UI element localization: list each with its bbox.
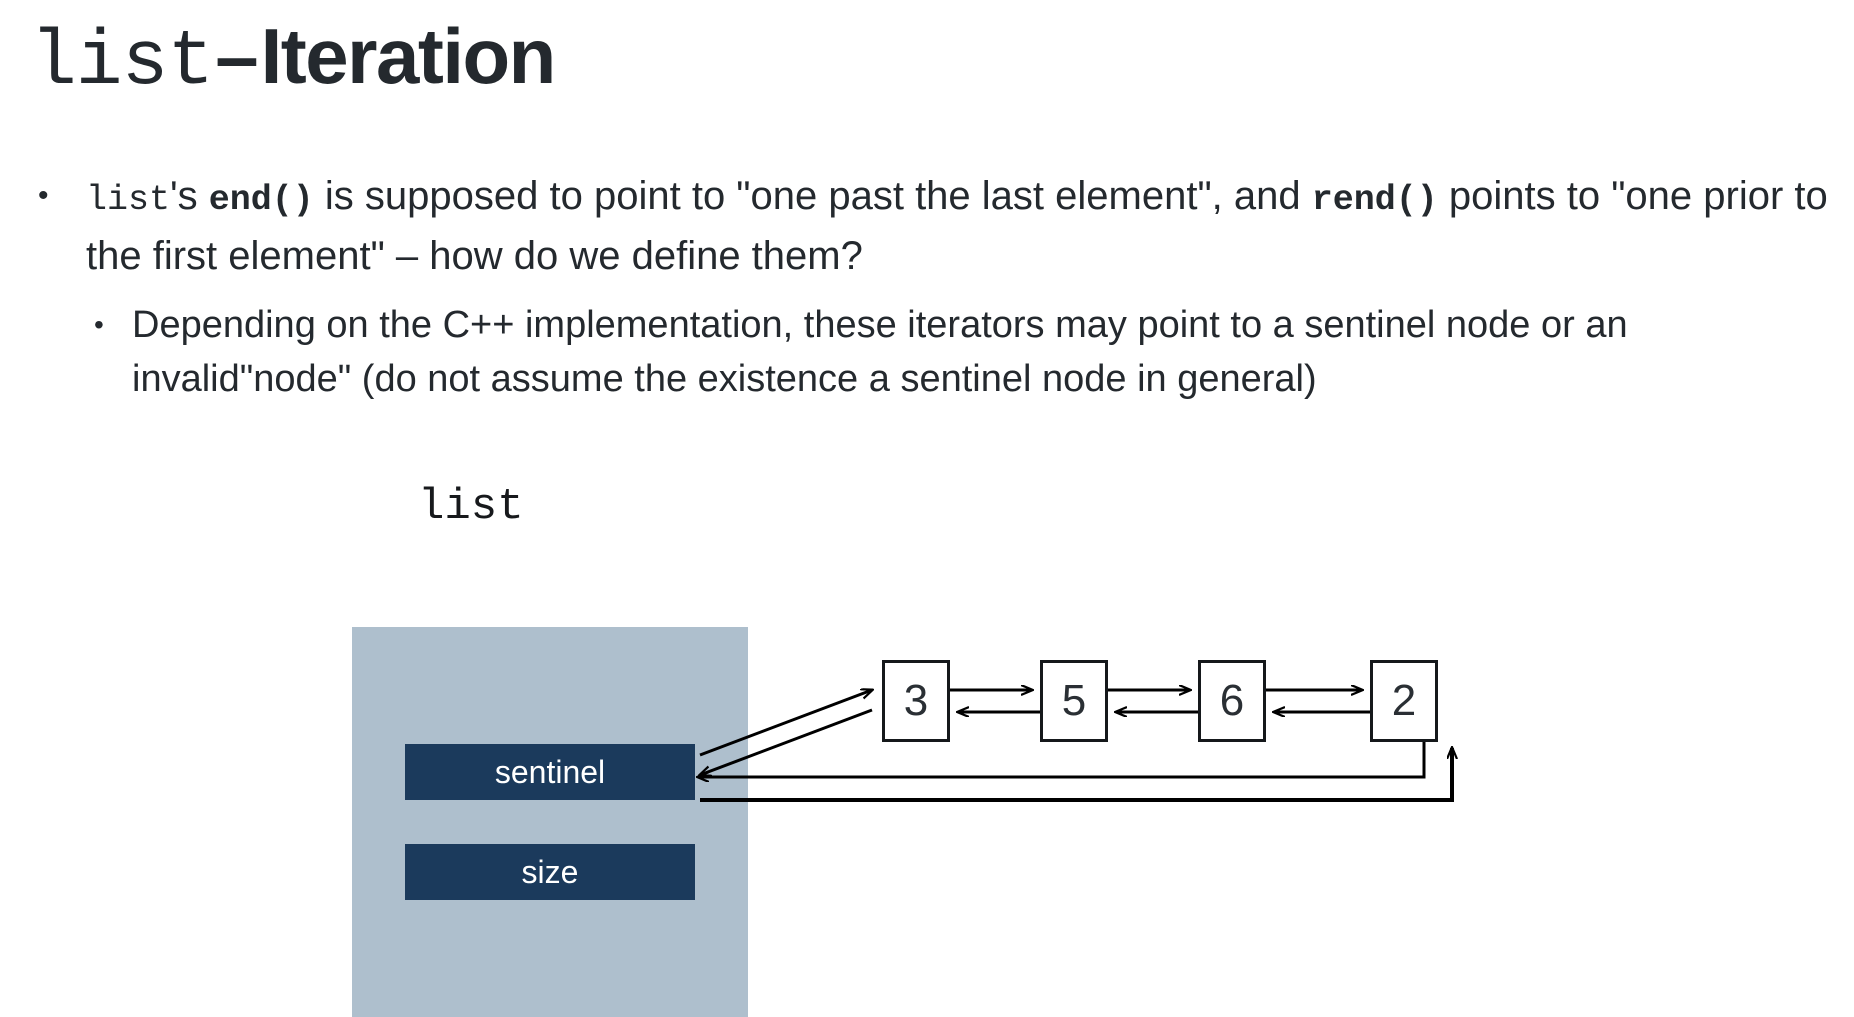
- field-sentinel: sentinel: [405, 744, 695, 800]
- bullet-list: • list's end() is supposed to point to "o…: [28, 168, 1828, 406]
- diagram-list-label: list: [418, 482, 524, 532]
- node-3: 3: [882, 660, 950, 742]
- bullet1-text-b: is supposed to point to "one past the la…: [313, 174, 1312, 218]
- title-dash: –: [215, 12, 259, 100]
- list-object-container: [352, 627, 748, 1017]
- bullet1-code-rend: rend(): [1311, 180, 1438, 220]
- page-title: list–Iteration: [30, 8, 557, 111]
- bullet1-code-list: list: [86, 180, 171, 220]
- sub-bullet-marker: •: [94, 309, 104, 340]
- bullet1-text-a: 's: [170, 174, 209, 218]
- bullet-level1: • list's end() is supposed to point to "o…: [28, 168, 1828, 284]
- node-6: 6: [1198, 660, 1266, 742]
- bullet-level2: • Depending on the C++ implementation, th…: [88, 298, 1828, 406]
- arrow-sentinel-prev-node2: [700, 748, 1452, 802]
- bullet1-code-end: end(): [208, 180, 314, 220]
- title-bold-text: Iteration: [260, 12, 557, 100]
- node-2: 2: [1370, 660, 1438, 742]
- arrow-node2-next-sentinel: [700, 742, 1426, 779]
- field-size: size: [405, 844, 695, 900]
- sub-bullet-text: Depending on the C++ implementation, the…: [132, 304, 1628, 400]
- bullet1-text-c: points to "one prior to the first elemen…: [86, 174, 1828, 278]
- title-mono-text: list: [30, 19, 214, 107]
- node-5: 5: [1040, 660, 1108, 742]
- bullet-marker: •: [38, 179, 49, 212]
